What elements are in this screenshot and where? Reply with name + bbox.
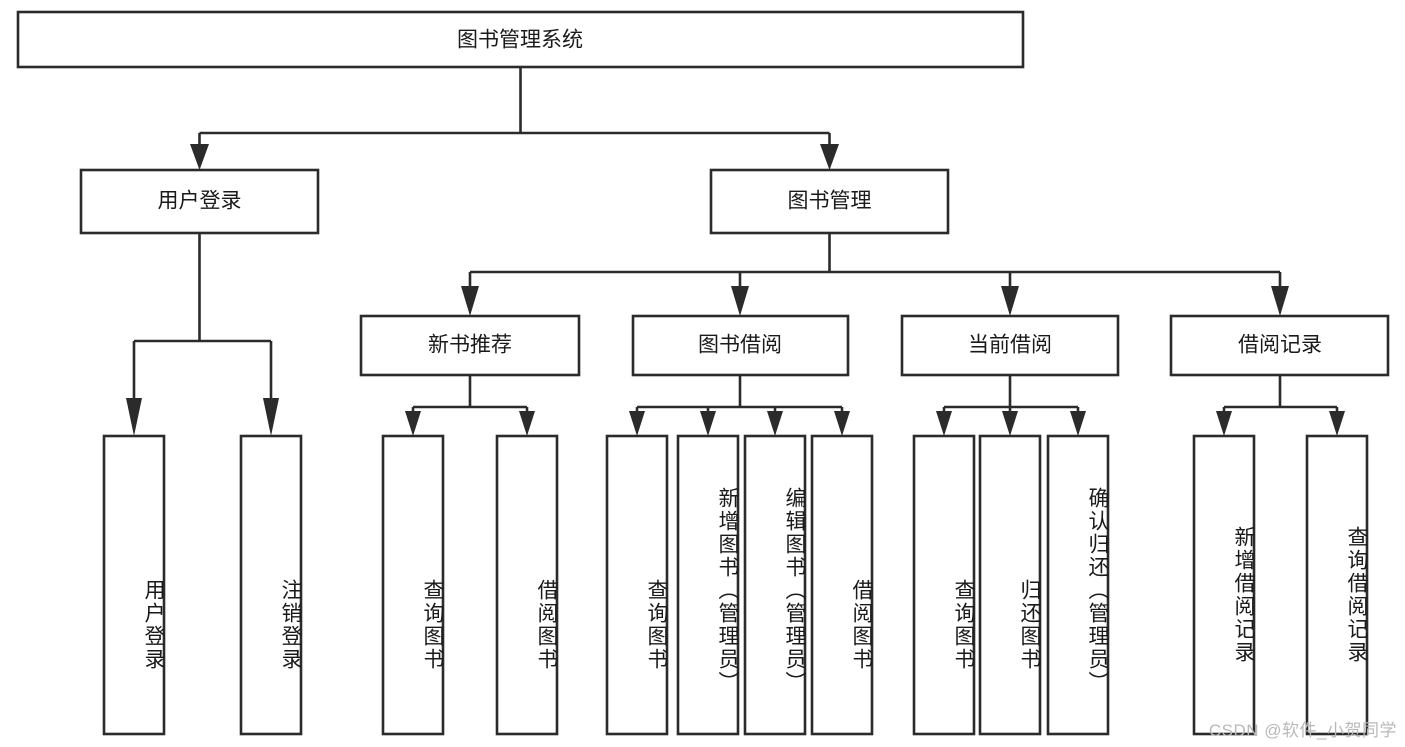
arrow-head-book-manage [820,144,839,170]
node-leaf-confirm-return-box[interactable] [1046,434,1110,736]
arrow-head-current-borrow [1001,286,1019,316]
node-leaf-return-book-box[interactable] [978,434,1042,736]
node-book-manage-box[interactable] [709,168,950,235]
node-borrow-record[interactable]: 借阅记录 [1169,314,1390,377]
node-leaf-edit-book-box[interactable] [743,434,807,736]
arrow-head-user-login [190,144,209,170]
csdn-watermark: CSDN @软件_小贺同学 [1208,721,1397,740]
connector-group-user-login-to-leaves [126,233,279,436]
node-user-login[interactable]: 用户登录 [79,168,320,235]
arrow-head-leaf-query-book-2 [629,411,645,436]
arrow-head-leaf-borrow-book-2 [834,411,850,436]
arrow-head-leaf-query-record [1329,411,1345,436]
arrow-head-leaf-edit-book [767,411,783,436]
node-leaf-query-book-1-box[interactable] [381,434,445,736]
node-new-book-rec-label: 新书推荐 [428,334,512,357]
node-current-borrow-box[interactable] [900,314,1120,377]
node-leaf-borrow-book-2-box[interactable] [810,434,874,736]
arrow-head-leaf-borrow-book-1 [519,411,535,436]
node-new-book-rec-box[interactable] [359,314,581,377]
node-root-box[interactable] [16,10,1025,69]
node-leaf-query-book-2-box[interactable] [605,434,669,736]
node-new-book-rec[interactable]: 新书推荐 [359,314,581,377]
arrow-head-leaf-query-book-1 [405,411,421,436]
arrow-head-leaf-add-record [1216,411,1232,436]
node-leaf-add-book-box[interactable] [676,434,740,736]
node-leaf-borrow-book-1-box[interactable] [495,434,559,736]
arrow-head-new-book-rec [461,286,479,316]
arrow-head-leaf-return-book [1002,411,1018,436]
connector-group-root-to-level2 [190,67,839,170]
node-book-borrow-box[interactable] [631,314,850,377]
node-root[interactable]: 图书管理系统 [16,10,1025,69]
node-borrow-record-box[interactable] [1169,314,1390,377]
node-current-borrow[interactable]: 当前借阅 [900,314,1120,377]
node-borrow-record-label: 借阅记录 [1238,334,1322,357]
connector-group-book-manage-to-level3 [461,233,1289,316]
arrow-head-borrow-record [1271,286,1289,316]
node-book-borrow-label: 图书借阅 [698,334,782,357]
connector-group-borrow-record-to-leaves [1216,375,1345,436]
node-leaf-user-login-box[interactable] [102,434,166,736]
node-leaf-add-record-box[interactable] [1192,434,1256,736]
arrow-head-leaf-add-book [700,411,716,436]
node-book-borrow[interactable]: 图书借阅 [631,314,850,377]
node-user-login-label: 用户登录 [158,190,242,213]
node-book-manage[interactable]: 图书管理 [709,168,950,235]
node-book-manage-label: 图书管理 [788,190,872,213]
connector-group-new-book-rec-to-leaves [405,375,535,436]
connector-group-book-borrow-to-leaves [629,375,850,436]
arrow-head-leaf-query-book-3 [936,411,952,436]
node-leaf-query-book-3-box[interactable] [912,434,976,736]
node-leaf-logout-box[interactable] [239,434,303,736]
node-current-borrow-label: 当前借阅 [968,334,1052,357]
arrow-head-leaf-user-login [126,398,142,436]
node-root-label: 图书管理系统 [457,29,583,52]
arrow-head-leaf-logout [263,398,279,436]
connector-group-current-borrow-to-leaves [936,375,1086,436]
node-leaf-query-record-box[interactable] [1305,434,1369,736]
arrow-head-book-borrow [731,286,749,316]
arrow-head-leaf-confirm-return [1070,411,1086,436]
node-user-login-box[interactable] [79,168,320,235]
